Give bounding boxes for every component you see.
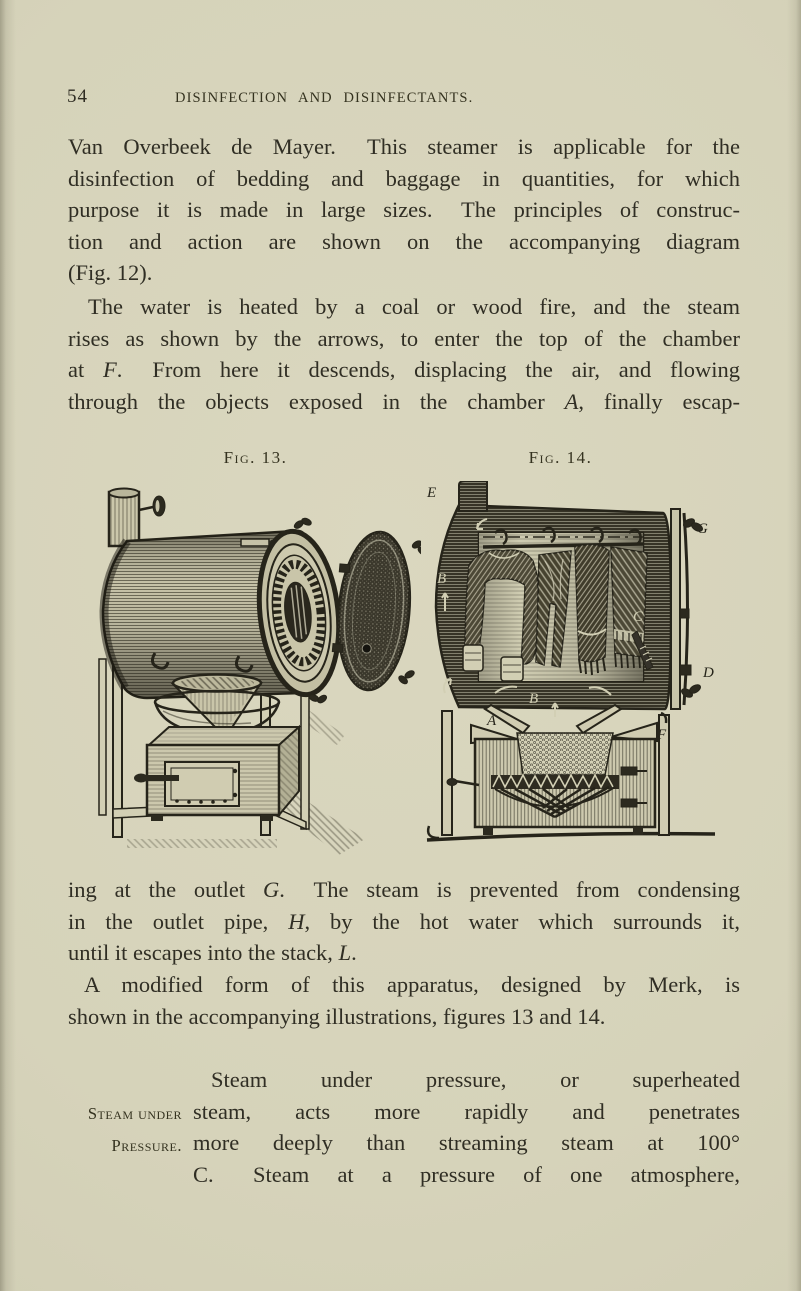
- firebox: [134, 724, 302, 821]
- chamber-label-f: F: [656, 727, 667, 743]
- lid-hole: [361, 643, 372, 654]
- slat-basket: [271, 554, 327, 672]
- chamber-label-b-wall: B: [437, 571, 446, 587]
- clamp-hook: [150, 652, 170, 670]
- steam-flow-arrows: [441, 518, 612, 717]
- figure-14-engraving: E G B C D F A B: [426, 481, 716, 842]
- paragraph-1: Van Overbeek de Mayer. This steamer is a…: [68, 131, 740, 289]
- chimney-pipe: [107, 487, 166, 548]
- text-line: ing at the outlet G. The steam is preven…: [68, 877, 741, 902]
- fringe: [614, 652, 641, 669]
- text-line: shown in the accompanying illustrations,…: [68, 1003, 606, 1029]
- chamber-label-b-floor: B: [529, 691, 538, 707]
- paragraph-2: The water is heated by a coal or wood fi…: [68, 291, 740, 417]
- figure-14-caption: Fig. 14.: [528, 448, 593, 467]
- text-line: Pressure.: [111, 1135, 182, 1155]
- text-line: Van Overbeek de Mayer. This steamer is a…: [68, 134, 740, 159]
- chamber-label-e: E: [426, 485, 436, 501]
- clamp-hook: [234, 655, 254, 673]
- text-line: steam, acts more rapidly and penetrates: [193, 1098, 740, 1124]
- text-line: Steam under: [87, 1104, 182, 1123]
- latch-handle: [134, 773, 148, 783]
- running-header: DISINFECTION AND DISINFECTANTS.: [175, 90, 474, 106]
- garment-blanket-roll: [574, 544, 610, 676]
- text-line: tion and action are shown on the accompa…: [68, 228, 740, 254]
- stove-fittings: [446, 766, 647, 808]
- door-flange: [670, 508, 681, 710]
- cuff: [462, 644, 484, 672]
- figure-13-caption: Fig. 13.: [223, 448, 288, 467]
- cuff: [500, 656, 524, 682]
- firebox-door: [134, 761, 240, 807]
- text-line: at F. From here it descends, displacing …: [68, 357, 740, 383]
- flame-teeth: [492, 773, 614, 789]
- top-latch: [240, 538, 270, 547]
- collar: [488, 552, 520, 559]
- drum-door-lid: [331, 530, 421, 692]
- chamber-label-c: C: [633, 609, 644, 625]
- text-line: in the outlet pipe, H, by the hot water …: [68, 908, 740, 934]
- hanging-rail: [482, 526, 644, 549]
- butterfly-nut: [293, 517, 328, 704]
- text-line: rises as shown by the arrows, to enter t…: [68, 325, 740, 351]
- page-number: 54: [67, 86, 88, 107]
- paragraph-3: ing at the outlet G. The steam is preven…: [68, 874, 740, 969]
- text-line: C. Steam at a pressure of one atmosphere…: [193, 1161, 740, 1187]
- chamber-label-a: A: [486, 713, 497, 729]
- text-line: The water is heated by a coal or wood fi…: [88, 294, 740, 319]
- door-fittings: [660, 518, 703, 724]
- paragraph-4: A modified form of this apparatus, desig…: [68, 969, 740, 1032]
- drain-pipe: [660, 711, 668, 724]
- text-line: through the objects exposed in the chamb…: [68, 388, 740, 414]
- paragraph-5: Steam under pressure, or superheated stea…: [193, 1064, 740, 1190]
- text-line: until it escapes into the stack, L.: [68, 940, 357, 966]
- text-line: more deeply than streaming steam at 100°: [193, 1130, 740, 1156]
- garment-jacket: [462, 549, 540, 682]
- lid-hinges: [331, 540, 421, 685]
- text-line: disinfection of bedding and baggage in q…: [68, 165, 740, 191]
- text-line: purpose it is made in large sizes. The p…: [68, 197, 740, 223]
- valve-stem: [138, 505, 154, 512]
- figure-13-engraving: [98, 487, 421, 855]
- fringe: [578, 657, 606, 676]
- stove-body: [446, 732, 657, 835]
- text-line: A modified form of this apparatus, desig…: [84, 972, 740, 997]
- water-funnel: [153, 673, 281, 737]
- cast-shadow: [127, 709, 365, 855]
- text-line: Steam under pressure, or superheated: [211, 1067, 740, 1092]
- inlet-duct: [458, 481, 488, 512]
- text-line: (Fig. 12).: [68, 260, 153, 286]
- ground-line: [426, 831, 716, 842]
- chamber-label-d: D: [702, 665, 714, 681]
- door-latch: [143, 775, 179, 781]
- heater-coil: [494, 785, 616, 819]
- garment-fringed-blanket: [610, 546, 654, 671]
- garment-trousers: [535, 550, 572, 668]
